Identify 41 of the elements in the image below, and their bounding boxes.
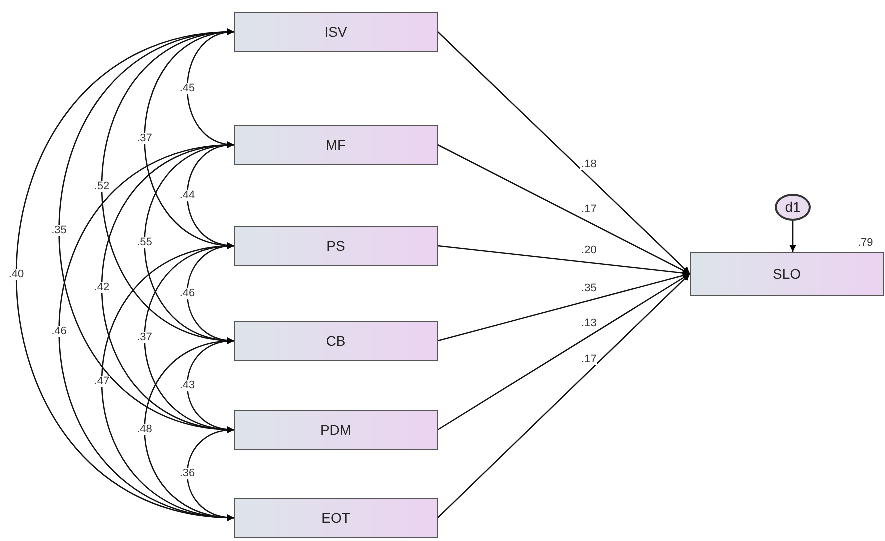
node-label: ISV	[324, 22, 348, 42]
node-label: CB	[326, 332, 346, 350]
edge-label: .18	[580, 160, 598, 171]
edge-label: .43	[178, 380, 196, 391]
variable-box	[234, 498, 438, 538]
node-label: PDM	[320, 420, 352, 440]
variable-box	[234, 321, 438, 361]
edge-label: .35	[50, 226, 68, 236]
error-term-ellipse	[775, 194, 811, 221]
path-arrow	[790, 221, 796, 252]
variable-box	[234, 410, 438, 450]
node-label: SLO	[772, 264, 801, 284]
node-label: PS	[326, 236, 346, 256]
edge-label: .17	[580, 354, 598, 366]
path-arrow	[438, 32, 690, 274]
variable-box	[234, 125, 438, 165]
edge-label: .52	[93, 181, 111, 192]
variable-box	[690, 252, 884, 296]
node-label: MF	[326, 136, 346, 154]
edge-label: .37	[136, 134, 154, 144]
edge-label: .42	[93, 282, 111, 293]
edge-label: .35	[580, 283, 598, 294]
node-label: EOT	[322, 508, 350, 528]
node-label: d1	[785, 198, 801, 217]
edge-label: .20	[580, 245, 598, 256]
edge-label: .44	[178, 190, 196, 201]
edge-label: .55	[136, 238, 154, 248]
edge-label: .46	[50, 326, 68, 337]
variable-box	[234, 226, 438, 266]
edge-label: .48	[136, 424, 154, 435]
edge-label: .37	[136, 332, 154, 344]
edge-label: .47	[93, 376, 111, 388]
edge-label: .46	[178, 288, 196, 299]
r-squared-label: .79	[858, 238, 874, 249]
variable-box	[234, 12, 438, 52]
edge-label: .40	[8, 270, 26, 280]
edge-label: .36	[178, 468, 196, 480]
path-arrow	[438, 274, 690, 518]
correlation-arrow	[16, 30, 234, 520]
edge-label: .13	[580, 318, 598, 330]
edge-label: .45	[178, 83, 196, 94]
